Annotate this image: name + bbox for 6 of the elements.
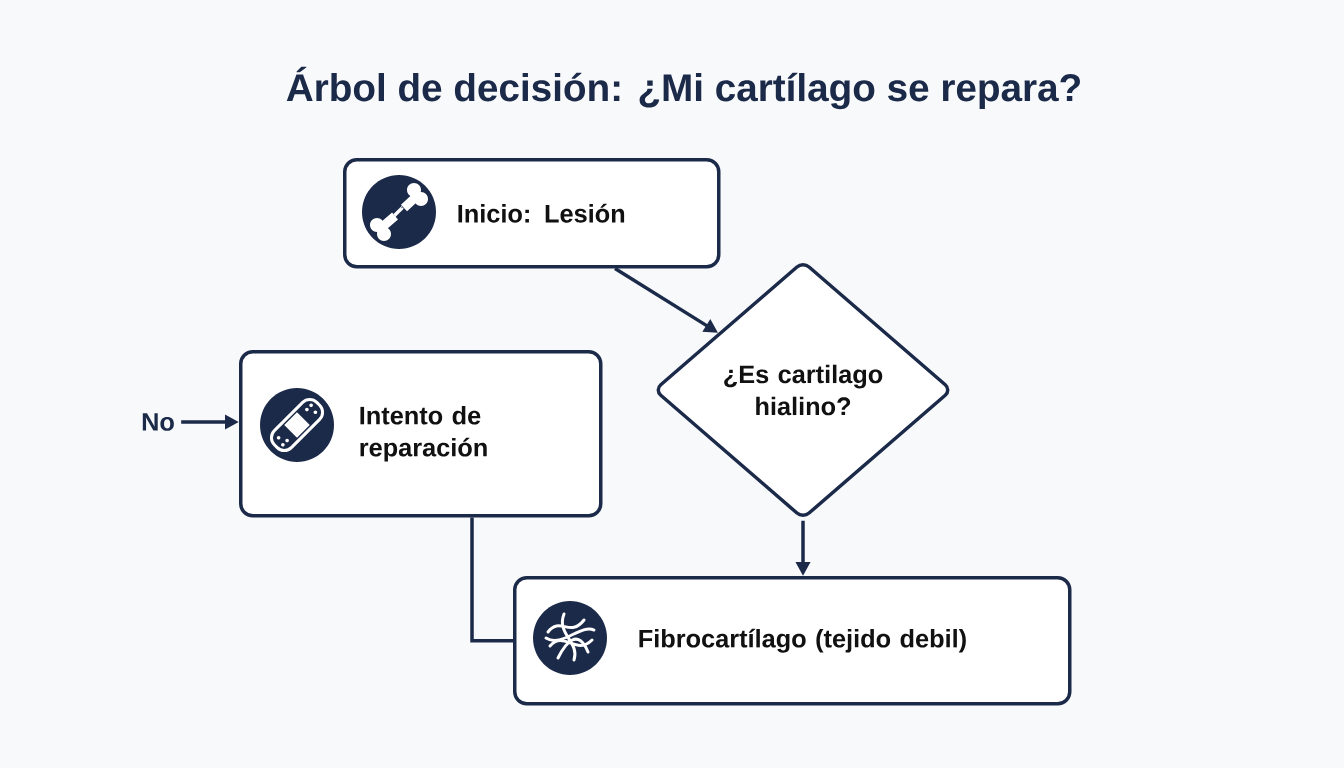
process-box: Fibrocartílago (tejido debil): [513, 576, 1072, 706]
connector-line: [470, 517, 513, 643]
process-box: Intento de reparación: [239, 350, 603, 518]
process-box: Inicio: Lesión: [343, 158, 721, 269]
branch-label: No: [142, 413, 174, 431]
title: Árbol de decisión: ¿Mi cartílago se repara?: [286, 66, 1080, 110]
